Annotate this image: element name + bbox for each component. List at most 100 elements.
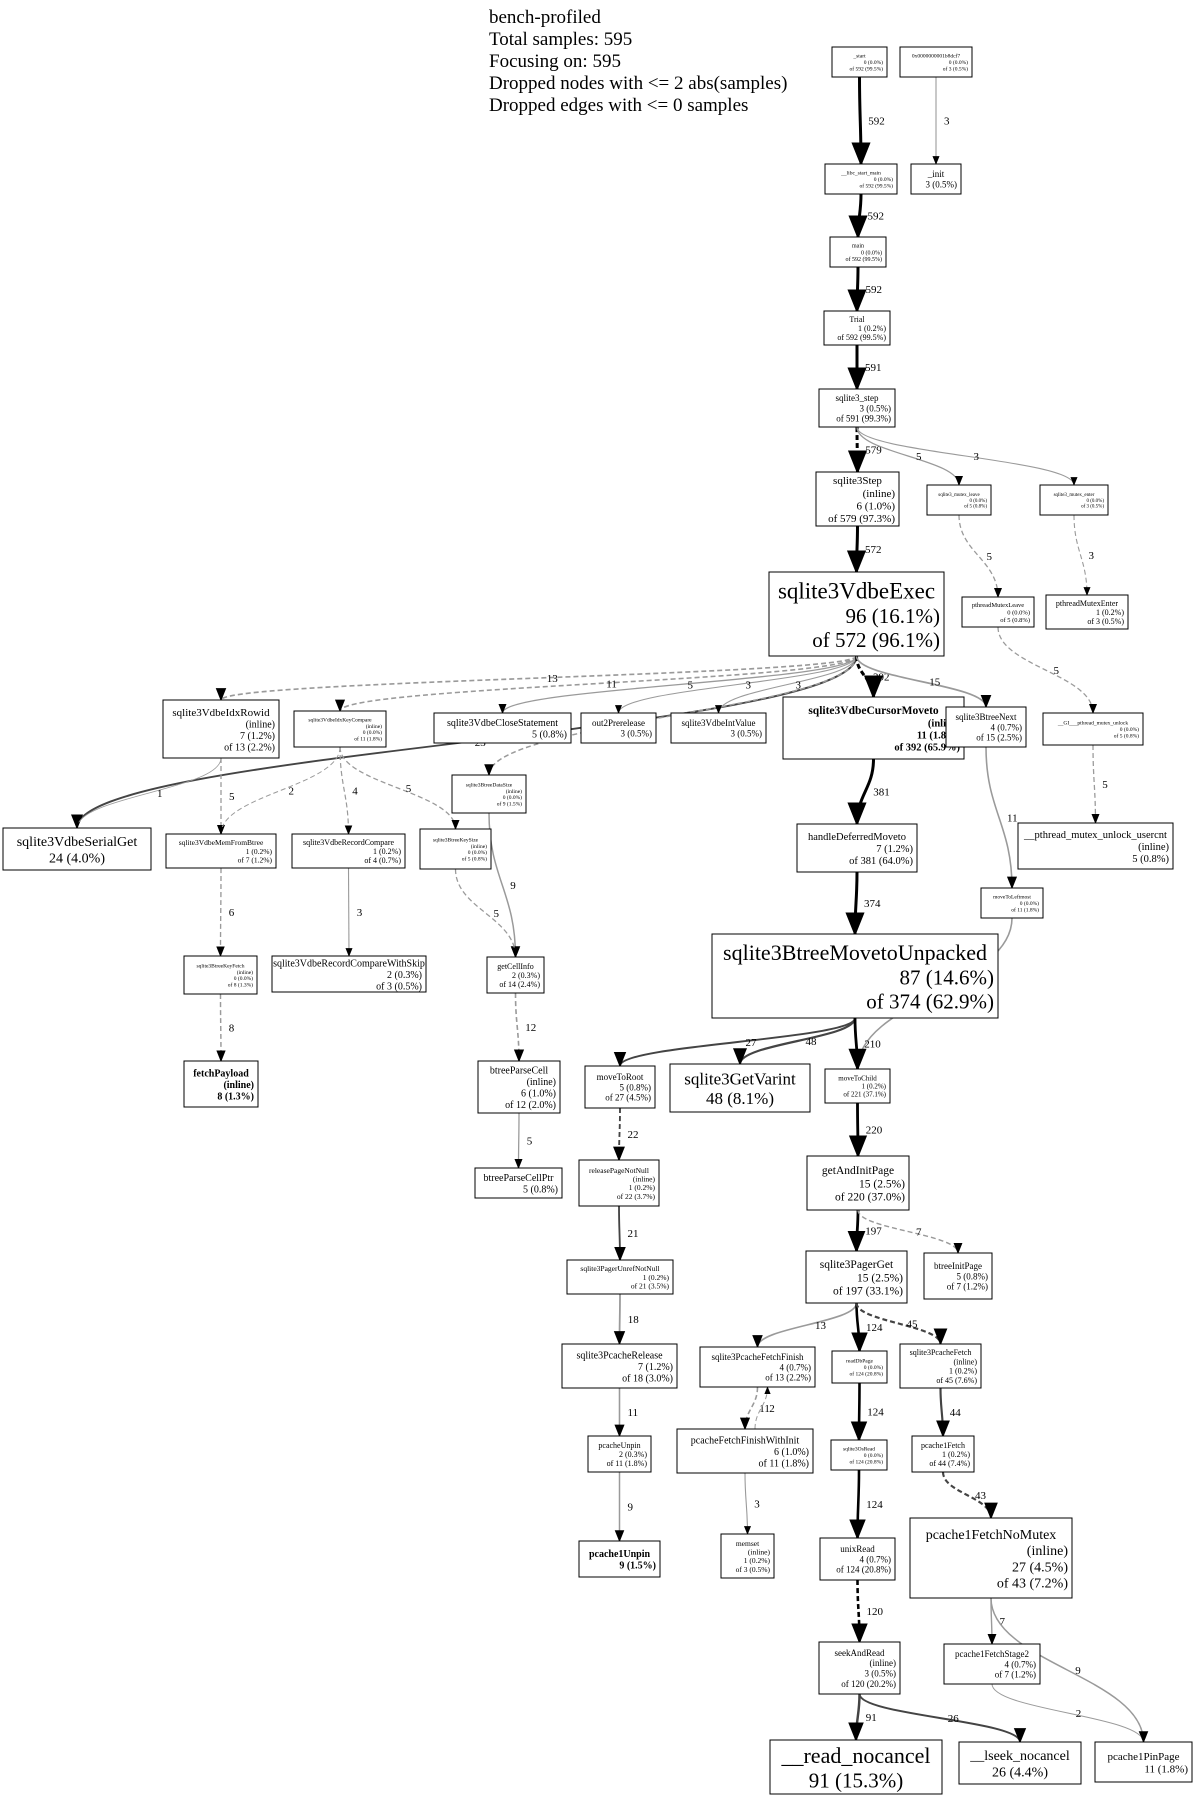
node-unlockusr[interactable]: __pthread_mutex_unlock_usercnt(inline)5 … [1017,822,1174,870]
node-box [1045,594,1129,630]
node-idxkeycmp[interactable]: sqlite3VdbeIdxKeyCompare(inline)0 (0.0%)… [293,710,387,748]
node-stat: 0 (0.0%) [864,1452,883,1459]
edge-exec-btnext [855,655,992,709]
node-stat: 11 (1.8%) [917,731,961,742]
node-title: sqlite3_step [836,393,879,403]
edge-pcfinish-pcfinishinit [739,1386,759,1431]
node-stat: 0 (0.0%) [1007,609,1030,616]
node-stat: 0 (0.0%) [1087,499,1105,504]
node-stat: of 592 (99.5%) [850,65,884,72]
node-fetchpayload[interactable]: fetchPayload(inline)8 (1.3%) [183,1060,259,1108]
node-title: readDbPage [846,1359,873,1365]
edge-label-step-Step: 579 [865,445,882,457]
node-memset[interactable]: memset(inline)1 (0.2%)of 3 (0.5%) [720,1533,775,1579]
node-idxrowid[interactable]: sqlite3VdbeIdxRowid(inline)7 (1.2%)of 13… [162,699,280,759]
node-seekread[interactable]: seekAndRead(inline)3 (0.5%)of 120 (20.2%… [818,1641,901,1695]
node-stat: 26 (4.4%) [992,1765,1048,1780]
node-stat: 1 (0.2%) [246,847,273,856]
node-title: moveToLeftmost [993,894,1031,901]
node-keysize[interactable]: sqlite3BtreeKeySize(inline)0 (0.0%)of 5 … [419,828,492,870]
edge-label-exec-closestmt: 5 [688,680,694,692]
node-stat: of 591 (99.3%) [836,414,891,424]
node-stat: 2 (0.3%) [512,971,540,980]
node-Step[interactable]: sqlite3Step(inline)6 (1.0%)of 579 (97.3%… [815,471,900,527]
node-stat: of 220 (37.0%) [835,1192,905,1204]
node-datasize[interactable]: sqlite3BtreeDataSize(inline)0 (0.0%)of 9… [451,774,527,814]
node-relpage[interactable]: releasePageNotNull(inline)1 (0.2%)of 22 … [578,1159,660,1207]
node-box [824,1068,891,1104]
node-box [980,887,1044,919]
edge-p1stage2-pinpage [991,1683,1147,1743]
node-stat: 5 (0.8%) [620,1082,652,1092]
edge-pagerget-pcfetch [855,1302,948,1346]
edge-label-reccmp-reccmpskip: 3 [357,907,363,919]
node-stat: 0 (0.0%) [363,729,382,736]
node-stat: 0 (0.0%) [949,59,968,66]
node-box [293,710,387,748]
node-pcfetch[interactable]: sqlite3PcacheFetch(inline)1 (0.2%)of 45 … [899,1343,982,1389]
edge-getcellinfo-parsecell [513,992,525,1063]
node-title: sqlite3PcacheFetchFinish [712,1352,804,1362]
node-box [578,1159,660,1207]
node-p1nomutex[interactable]: pcache1FetchNoMutex(inline)27 (4.5%)of 4… [909,1517,1073,1599]
node-keyfetch[interactable]: sqlite3BtreeKeyFetch(inline)0 (0.0%)of 8… [183,955,258,995]
edge-pagerget-pcfinish [752,1302,858,1349]
node-stat: 7 (1.2%) [638,1362,673,1373]
edge-label-memfrom-keyfetch: 6 [229,907,235,919]
node-cursormv[interactable]: sqlite3VdbeCursorMoveto(inline)11 (1.8%)… [782,696,965,760]
node-title: unixRead [840,1544,875,1554]
node-stat: of 5 (0.8%) [462,856,487,863]
node-title: fetchPayload [193,1068,249,1079]
node-stat: 1 (0.2%) [744,1556,771,1565]
node-parsecell[interactable]: btreeParseCell(inline)6 (1.0%)of 12 (2.0… [477,1060,561,1114]
node-title: 0x0000000001b8dcf7 [912,53,961,60]
node-stat: of 15 (2.5%) [976,733,1022,743]
